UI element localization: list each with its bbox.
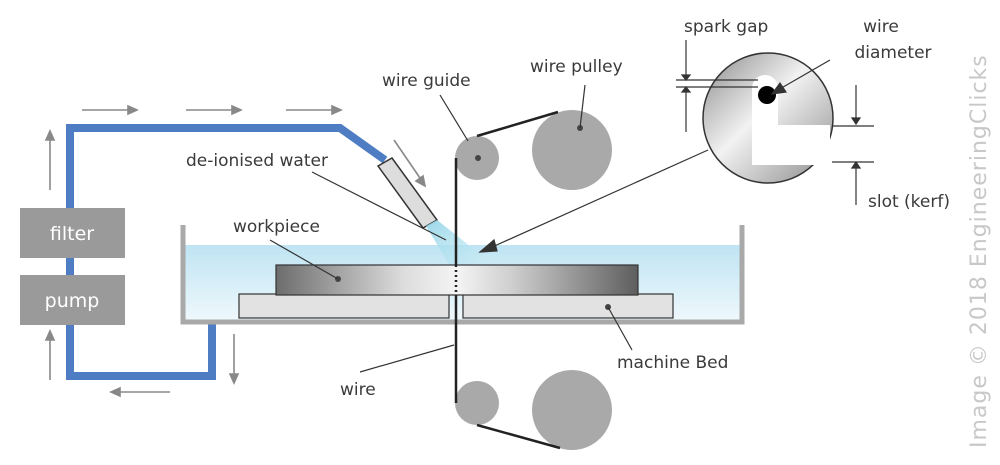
water-jet [426, 220, 490, 266]
label-deionised-water: de-ionised water [186, 151, 328, 171]
wire [454, 110, 561, 450]
water-nozzle [376, 157, 439, 229]
wire-pulley-bottom [532, 370, 612, 450]
wire-dot [758, 86, 776, 104]
label-slot-kerf: slot (kerf) [868, 192, 950, 212]
pulleys [455, 110, 612, 450]
machine-bed [238, 293, 674, 319]
label-wire: wire [340, 380, 376, 400]
wire-pulley-top [532, 110, 612, 190]
flow-arrows-left [44, 129, 56, 380]
label-machine-bed: machine Bed [617, 353, 728, 373]
label-spark-gap: spark gap [684, 17, 768, 37]
label-wire-diameter-2: diameter [854, 43, 931, 63]
tank [180, 225, 745, 325]
flow-arrows-bottom [109, 334, 240, 398]
kerf-detail [702, 52, 834, 184]
pump-label: pump [45, 290, 100, 312]
pump-box: pump [20, 275, 125, 325]
label-wire-pulley: wire pulley [530, 57, 623, 77]
label-wire-diameter-1: wire [863, 17, 899, 37]
leader-lines [269, 40, 874, 373]
label-wire-guide: wire guide [382, 71, 471, 91]
filter-label: filter [50, 223, 94, 245]
wire-guide-bottom [455, 381, 499, 425]
label-workpiece: workpiece [233, 217, 320, 237]
flow-arrows-top [82, 104, 427, 188]
filter-box: filter [20, 208, 125, 258]
image-credit: Image © 2018 EngineeringClicks [967, 54, 992, 448]
